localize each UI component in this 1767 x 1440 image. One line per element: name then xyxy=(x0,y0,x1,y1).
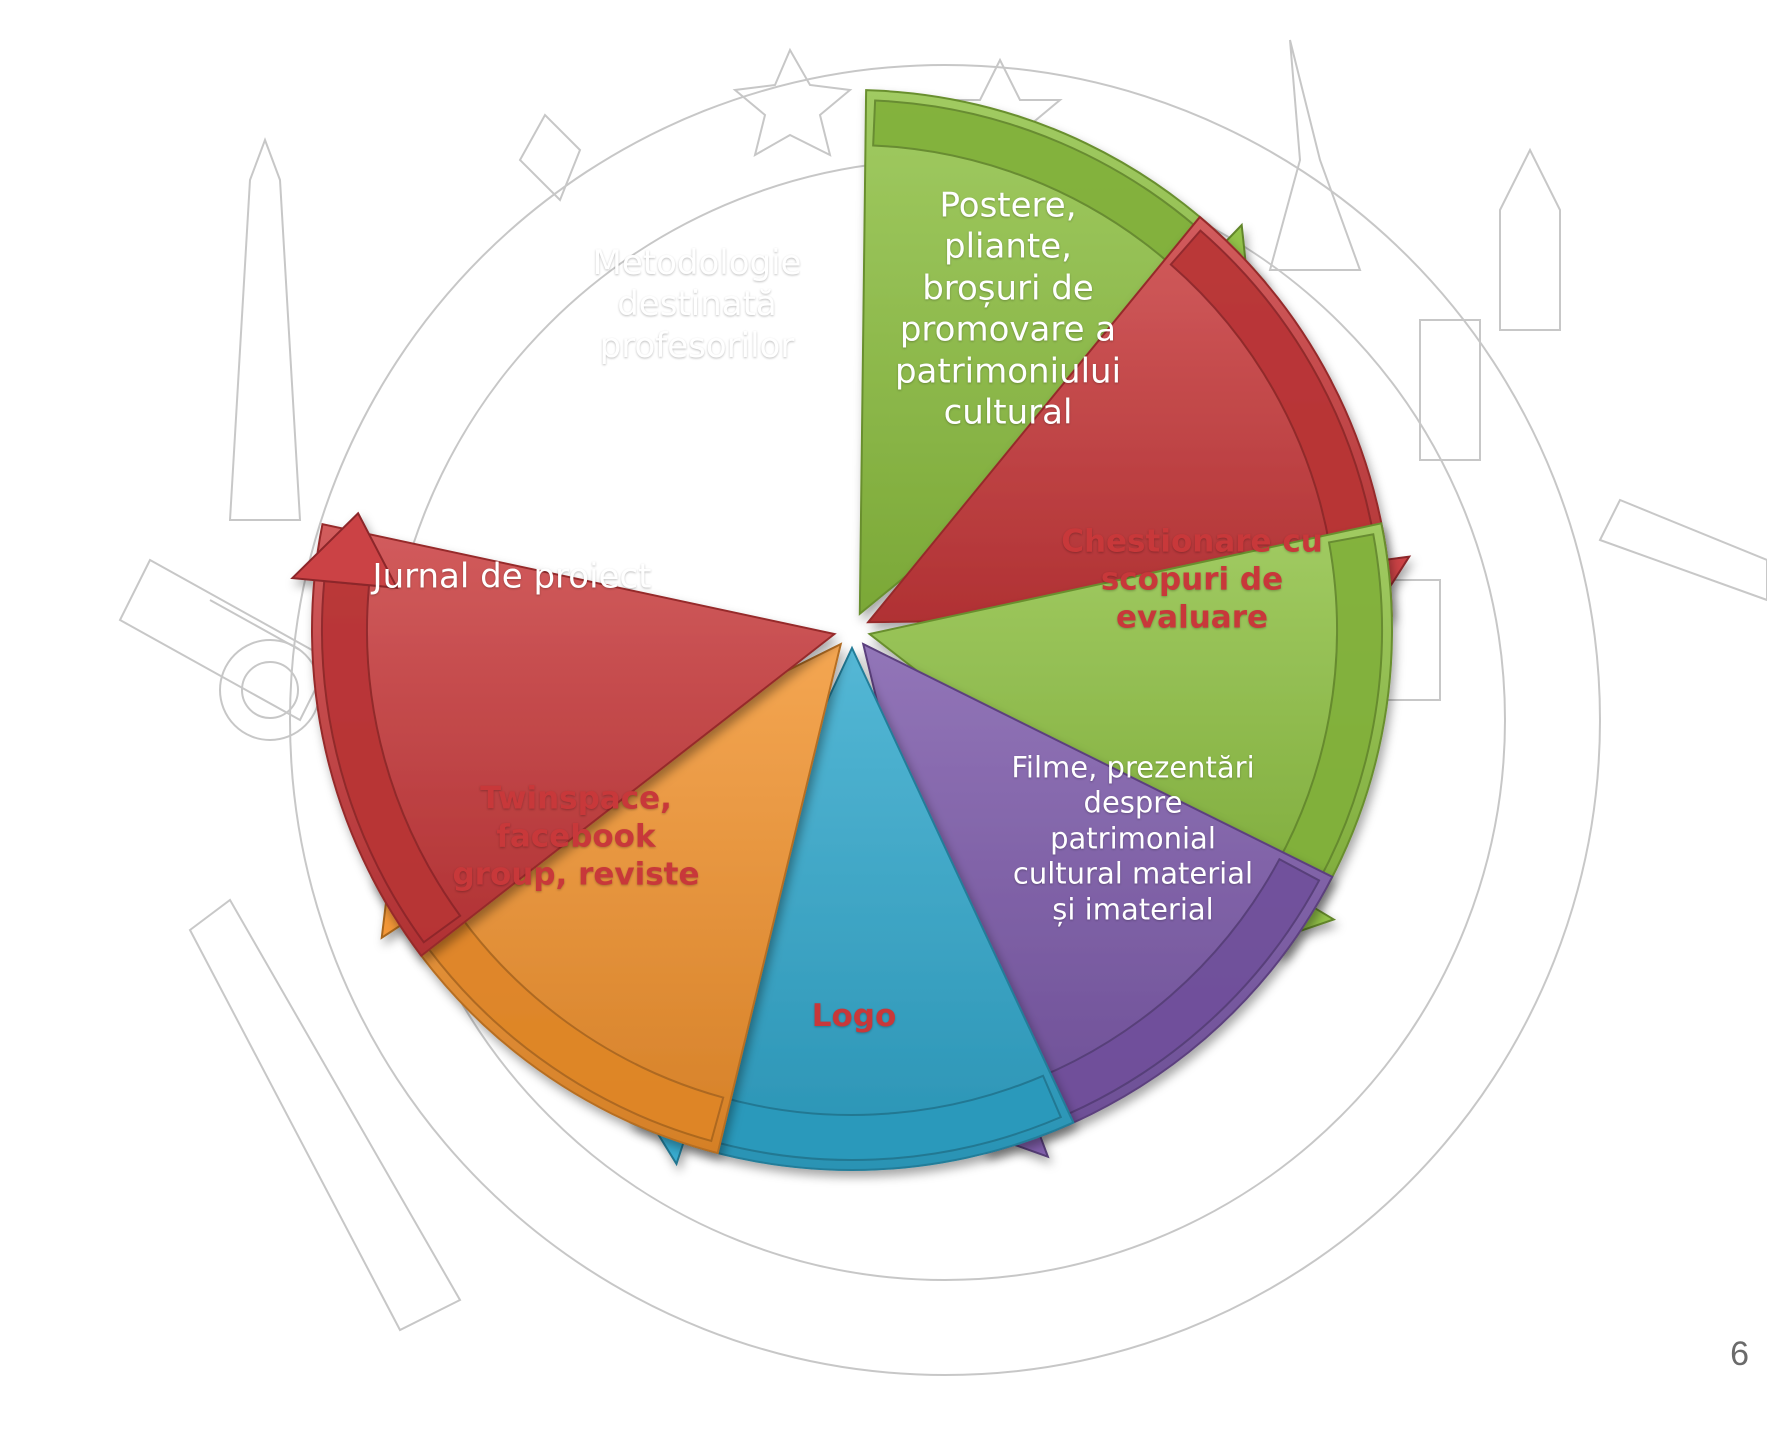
arrow-head xyxy=(290,511,399,589)
segment-label-postere: Postere, pliante, broșuri de promovare a… xyxy=(894,185,1122,433)
segment-label-metodologie: Metodologie destinată profesorilor xyxy=(592,242,802,366)
segments-group xyxy=(290,89,1412,1171)
segment-label-twinspace: Twinspace, facebook group, reviste xyxy=(452,780,700,892)
segment-label-chestionare: Chestionare cu scopuri de evaluare xyxy=(1061,523,1323,635)
segment-jurnal xyxy=(290,511,837,958)
segment-label-filme: Filme, prezentări despre patrimonial cul… xyxy=(1011,750,1255,927)
segment-label-jurnal: Jurnal de proiect xyxy=(372,556,652,597)
page-number: 6 xyxy=(1730,1335,1749,1373)
segment-label-logo: Logo xyxy=(811,998,897,1035)
